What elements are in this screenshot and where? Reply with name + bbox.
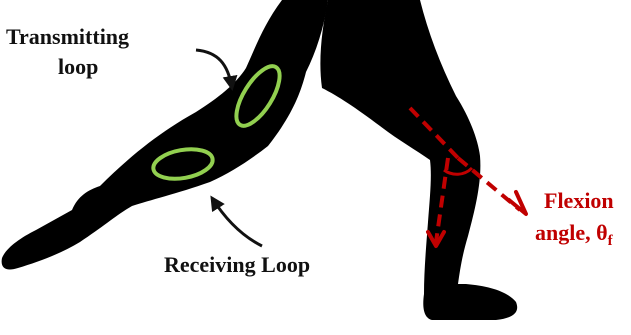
flexion-label-line2: angle, θf — [535, 220, 614, 249]
transmitting-loop-label-line2: loop — [58, 54, 98, 79]
receiving-loop-label: Receiving Loop — [164, 252, 310, 277]
transmitting-arrow-icon — [196, 50, 232, 88]
flexion-label-subscript: f — [608, 233, 614, 249]
extension-arrow-head-icon — [509, 192, 526, 214]
flexion-label-prefix: angle, θ — [535, 220, 608, 245]
receiving-arrow-icon — [212, 198, 262, 246]
front-leg — [320, 0, 517, 320]
transmitting-loop-label-line1: Transmitting — [6, 24, 129, 49]
flexion-label-line1: Flexion — [544, 188, 614, 213]
